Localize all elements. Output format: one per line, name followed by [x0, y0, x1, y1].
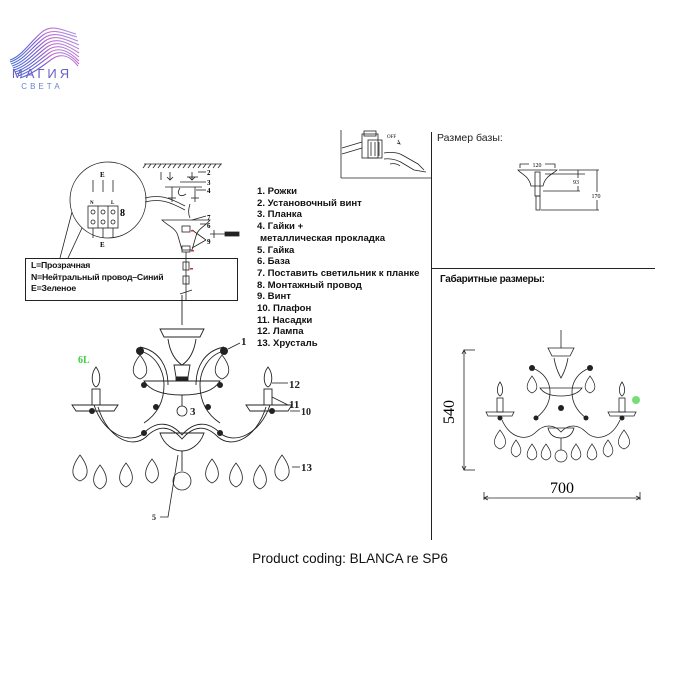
callout-8: 8: [120, 208, 125, 219]
callout-7: 7: [207, 214, 211, 222]
callout-5-nut: 5: [152, 513, 156, 522]
parts-list-item: 10. Плафон: [257, 303, 312, 315]
callout-1-arms: 1: [241, 336, 247, 348]
terminal-label-l: L: [111, 201, 115, 206]
parts-list-item: металлическая прокладка: [260, 232, 386, 244]
callout-4: 4: [207, 187, 211, 195]
power-off-switch-diagram: OFF: [340, 130, 432, 179]
callout-3: 3: [207, 179, 211, 187]
callout-9: 9: [207, 238, 211, 246]
parts-list-item: 8. Монтажный провод: [257, 279, 362, 291]
brand-name: МАГИЯ: [11, 66, 73, 81]
product-coding: Product coding: BLANCA re SP6: [252, 551, 448, 566]
callout-6: 6: [207, 222, 211, 230]
installation-diagram: E E N L 8 2 3 4 7 6 9: [59, 161, 240, 300]
parts-list-item: 6. База: [257, 256, 290, 268]
callout-13-crystal: 13: [301, 462, 313, 474]
base-total-height-value: 170: [592, 194, 601, 200]
base-size-diagram: 120 93 170: [517, 161, 603, 211]
wiring-legend-line: N=Нейтральный провод–Синий: [31, 271, 164, 282]
parts-list-item: 13. Хрусталь: [257, 338, 318, 350]
parts-list-item: 12. Лампа: [257, 326, 304, 338]
terminal-label-n: N: [90, 201, 94, 206]
section-divider-horizontal: [431, 268, 655, 269]
base-size-title: Размер базы:: [437, 132, 503, 144]
parts-list-item: 4. Гайки +: [257, 221, 304, 233]
callout-11-sockets: 11: [289, 399, 299, 411]
callout-2: 2: [207, 169, 211, 177]
callout-3-plate: 3: [190, 406, 196, 418]
base-inner-height-value: 93: [573, 180, 579, 186]
parts-list-item: 3. Планка: [257, 209, 302, 221]
callout-12-lamp: 12: [289, 379, 301, 391]
brand-subtitle: СВЕТА: [21, 82, 63, 91]
section-divider-vertical: [431, 132, 432, 540]
parts-list-item: 7. Поставить светильник к планке: [257, 267, 420, 279]
parts-list: 1. Рожки 2. Установочный винт 3. Планка …: [257, 186, 419, 350]
base-width-value: 120: [533, 163, 542, 169]
parts-list-item: 11. Насадки: [257, 314, 313, 326]
overall-width-value: 700: [550, 480, 574, 497]
terminal-label-e-bottom: E: [100, 241, 105, 249]
parts-list-item: 2. Установочный винт: [257, 197, 362, 209]
lamp-count-label: 6L: [78, 355, 90, 366]
callout-10-shade: 10: [301, 407, 311, 418]
wiring-legend-line: L=Прозрачная: [31, 260, 91, 270]
parts-list-item: 9. Винт: [257, 291, 291, 303]
terminal-label-e-top: E: [100, 171, 105, 179]
parts-list-item: 5. Гайка: [257, 244, 295, 256]
parts-list-item: 1. Рожки: [257, 186, 298, 197]
wiring-legend-line: E=Зеленое: [31, 283, 76, 293]
overall-height-value: 540: [441, 400, 458, 424]
overall-size-title: Габаритные размеры:: [440, 274, 545, 285]
wiring-legend: L=Прозрачная N=Нейтральный провод–Синий …: [25, 258, 238, 301]
off-label: OFF: [387, 135, 396, 140]
overall-dimensions-drawing: 540 700: [441, 330, 641, 501]
brand-logo-waves-icon: [9, 27, 80, 79]
chandelier-assembly-drawing: 6L 1 3 12 11 10 13 5: [71, 295, 313, 522]
